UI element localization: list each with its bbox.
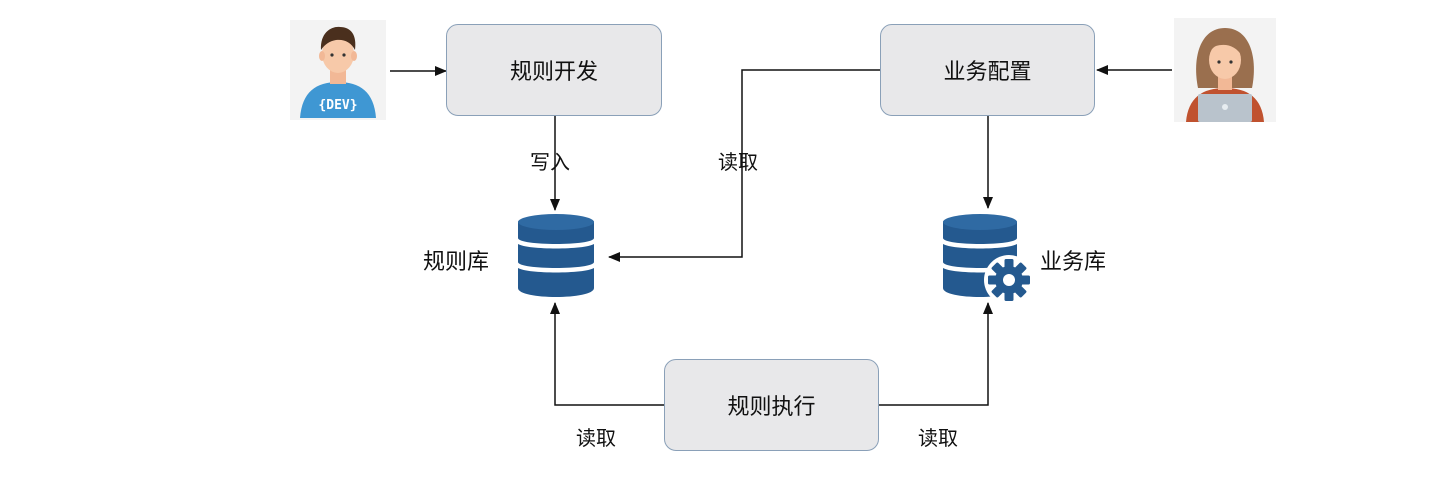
developer-badge-text: {DEV} [318, 98, 357, 113]
database-icon [518, 214, 594, 297]
business-database-label: 业务库 [1040, 250, 1107, 275]
developer-avatar-icon: {DEV} [290, 20, 386, 120]
rule-development-node[interactable]: 规则开发 [446, 24, 662, 116]
business-config-node[interactable]: 业务配置 [880, 24, 1095, 116]
edge-rule-exec-to-rule-db [550, 302, 664, 406]
rule-execution-node[interactable]: 规则执行 [664, 359, 879, 451]
edge-label-write: 写入 [530, 150, 570, 174]
rule-database-label: 规则库 [423, 250, 490, 275]
edge-label-read-rule-db: 读取 [576, 426, 616, 450]
edge-label-read-biz-db: 读取 [918, 426, 958, 450]
edge-label-read-config: 读取 [718, 150, 758, 174]
database-gear-icon [943, 214, 1034, 304]
edge-rule-exec-to-biz-db [879, 302, 993, 406]
edge-biz-config-to-rule-db [608, 69, 880, 262]
business-user-avatar-icon [1174, 18, 1276, 122]
